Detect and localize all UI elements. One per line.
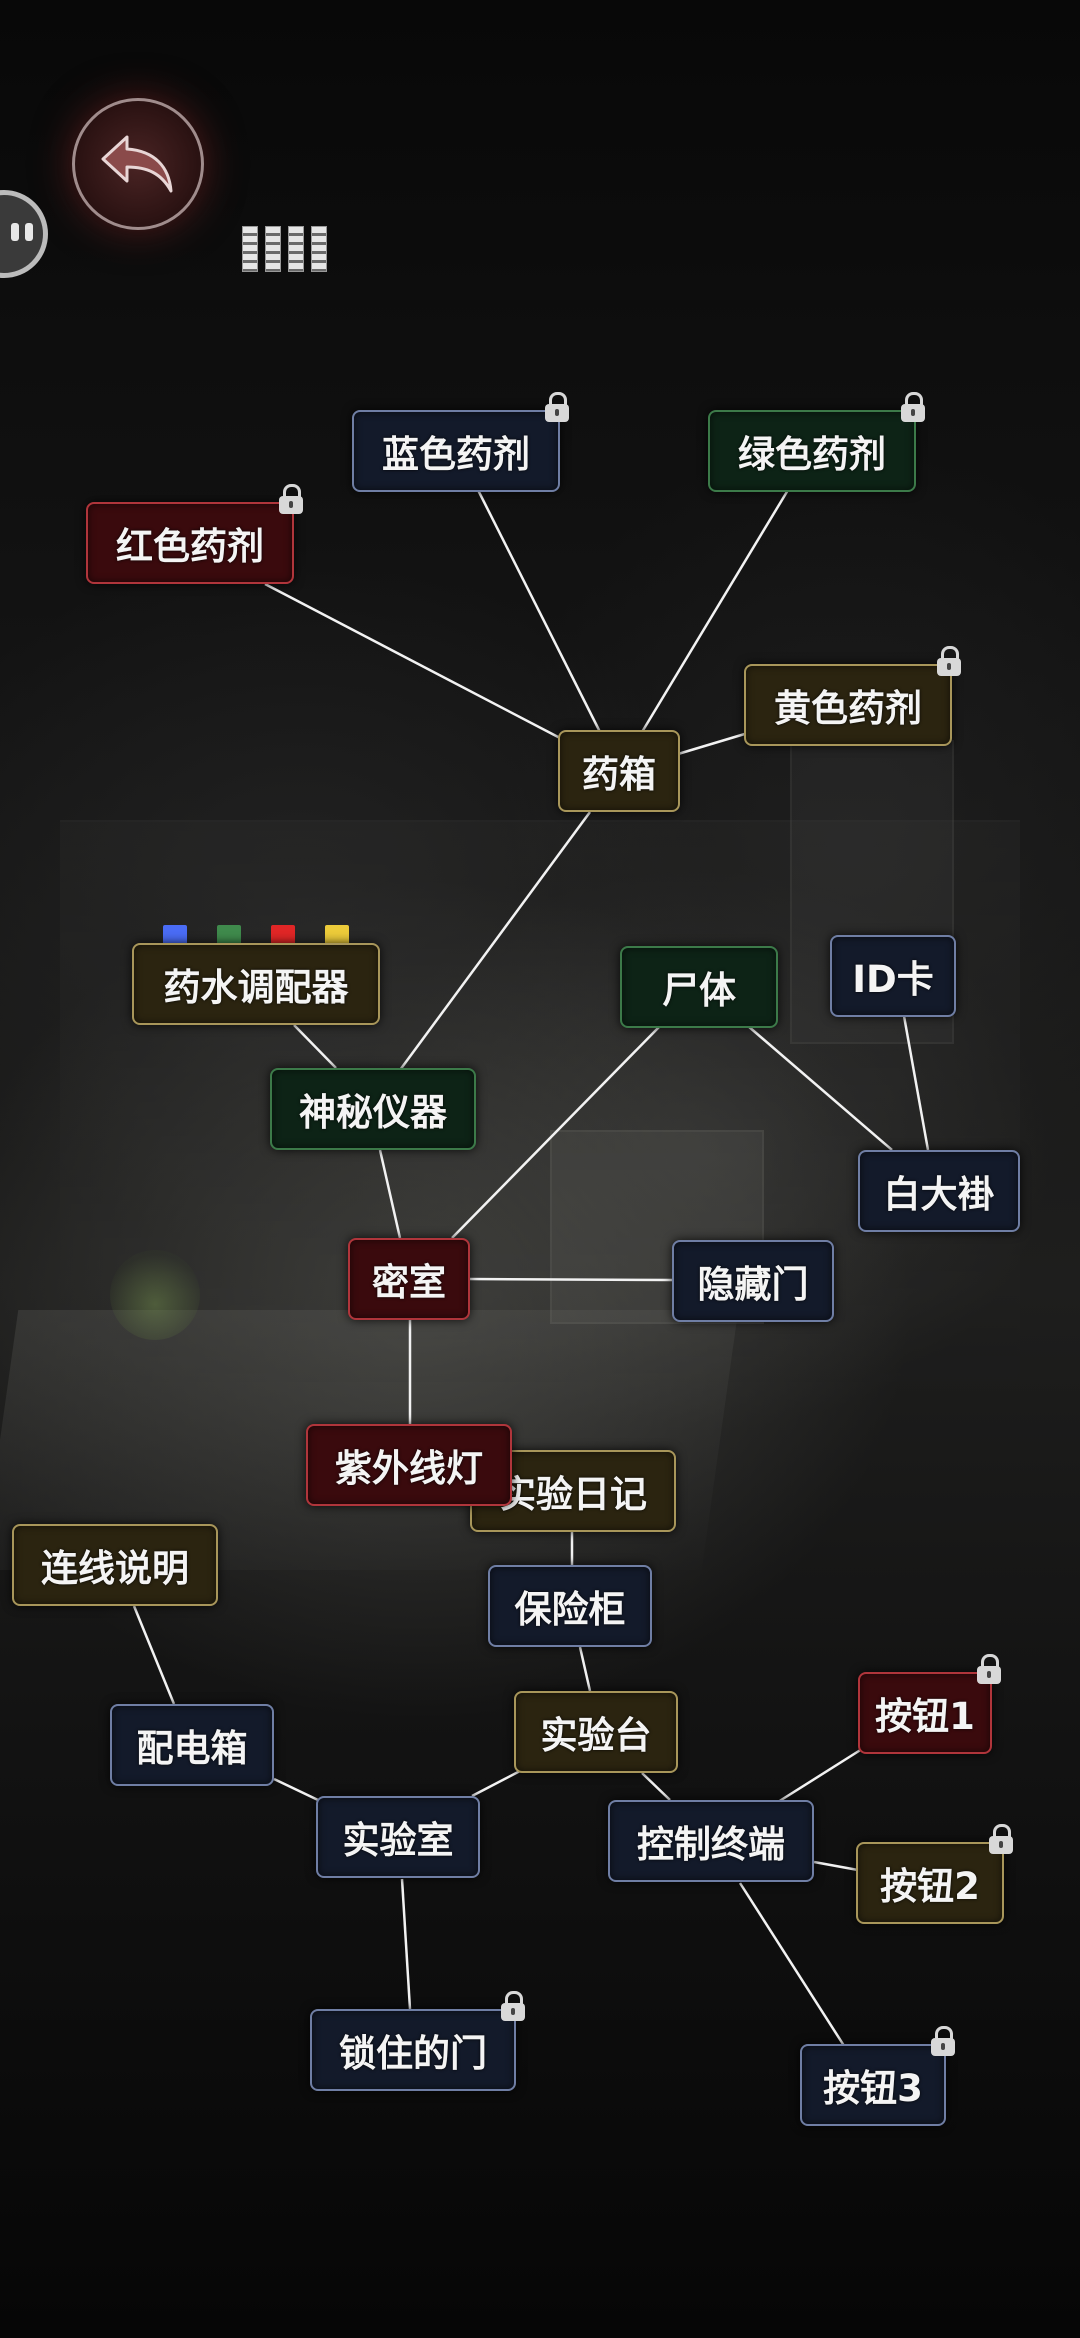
lock-icon	[500, 1991, 526, 2021]
lock-icon	[544, 392, 570, 422]
node-uv-lamp[interactable]: 紫外线灯	[306, 1424, 512, 1506]
link-link-help-power-box	[132, 1605, 176, 1705]
link-yellow-potion-medicine-box	[677, 731, 749, 756]
node-mystery-device[interactable]: 神秘仪器	[270, 1068, 476, 1150]
node-laboratory[interactable]: 实验室	[316, 1796, 480, 1878]
node-button-3[interactable]: 按钮3	[800, 2026, 955, 2126]
node-label: 紫外线灯	[335, 1447, 483, 1490]
node-label: 实验日记	[499, 1473, 647, 1516]
node-label: 配电箱	[136, 1727, 248, 1770]
link-medicine-box-mystery-device	[398, 811, 592, 1071]
level-mark	[288, 226, 304, 272]
node-label: 白大褂	[883, 1173, 995, 1216]
lock-icon	[930, 2026, 956, 2056]
node-label: 红色药剂	[116, 525, 264, 568]
node-label: 实验室	[342, 1819, 454, 1862]
node-label: 按钮3	[823, 2067, 923, 2110]
node-safe[interactable]: 保险柜	[488, 1565, 652, 1647]
node-control-terminal[interactable]: 控制终端	[608, 1800, 814, 1882]
lock-icon	[278, 484, 304, 514]
node-locked-door[interactable]: 锁住的门	[310, 1991, 525, 2091]
node-link-help[interactable]: 连线说明	[12, 1524, 218, 1606]
node-label: 绿色药剂	[738, 433, 886, 476]
level-indicator	[242, 226, 327, 272]
node-label: ID卡	[852, 958, 934, 1001]
lock-icon	[900, 392, 926, 422]
node-label: 保险柜	[514, 1588, 626, 1631]
lock-icon	[988, 1824, 1014, 1854]
link-safe-lab-bench	[578, 1646, 592, 1692]
link-control-terminal-button-2	[813, 1860, 859, 1872]
node-button-1[interactable]: 按钮1	[858, 1654, 1001, 1754]
node-yellow-potion[interactable]: 黄色药剂	[744, 646, 961, 746]
node-label: 神秘仪器	[299, 1091, 447, 1134]
link-red-potion-medicine-box	[264, 582, 561, 740]
lock-icon	[976, 1654, 1002, 1684]
link-laboratory-locked-door	[400, 1878, 412, 2010]
node-label: 连线说明	[41, 1547, 189, 1590]
node-secret-room[interactable]: 密室	[348, 1238, 470, 1320]
level-mark	[311, 226, 327, 272]
node-blue-potion[interactable]: 蓝色药剂	[352, 392, 569, 492]
link-control-terminal-button-1	[777, 1747, 863, 1804]
back-button[interactable]	[72, 98, 204, 230]
node-label: 控制终端	[637, 1823, 785, 1866]
node-power-box[interactable]: 配电箱	[110, 1704, 274, 1786]
node-hidden-door[interactable]: 隐藏门	[672, 1240, 834, 1322]
link-control-terminal-button-3	[738, 1882, 850, 2053]
lock-icon	[936, 646, 962, 676]
link-blue-potion-medicine-box	[476, 489, 602, 733]
link-corpse-lab-coat	[747, 1025, 893, 1151]
node-lab-bench[interactable]: 实验台	[514, 1691, 678, 1773]
node-corpse[interactable]: 尸体	[620, 946, 778, 1028]
node-label: 隐藏门	[697, 1263, 809, 1306]
level-mark	[242, 226, 258, 272]
node-label: 黄色药剂	[774, 687, 922, 730]
link-corpse-secret-room	[451, 1025, 661, 1239]
node-label: 蓝色药剂	[382, 433, 530, 476]
node-red-potion[interactable]: 红色药剂	[86, 484, 303, 584]
level-mark	[265, 226, 281, 272]
back-arrow-icon	[101, 135, 173, 193]
node-label: 锁住的门	[339, 2032, 487, 2075]
pause-handle-icon	[11, 223, 19, 241]
link-mystery-device-secret-room	[378, 1149, 402, 1239]
node-potion-mixer[interactable]: 药水调配器	[132, 943, 380, 1025]
node-lab-coat[interactable]: 白大褂	[858, 1150, 1020, 1232]
link-green-potion-medicine-box	[640, 489, 790, 733]
node-id-card[interactable]: ID卡	[830, 935, 956, 1017]
node-label: 药箱	[582, 753, 656, 796]
link-lab-bench-laboratory	[471, 1769, 521, 1798]
node-label: 按钮2	[880, 1865, 980, 1908]
node-label: 实验台	[540, 1714, 652, 1757]
node-green-potion[interactable]: 绿色药剂	[708, 392, 925, 492]
node-label: 药水调配器	[163, 966, 349, 1009]
link-potion-mixer-mystery-device	[293, 1024, 337, 1069]
node-label: 密室	[372, 1261, 446, 1304]
link-lab-bench-control-terminal	[641, 1772, 671, 1801]
link-secret-room-hidden-door	[469, 1277, 673, 1282]
link-id-card-lab-coat	[902, 1015, 930, 1151]
node-label: 按钮1	[875, 1695, 975, 1738]
node-button-2[interactable]: 按钮2	[856, 1824, 1013, 1924]
pause-handle-icon	[25, 223, 33, 241]
link-power-box-laboratory	[273, 1777, 319, 1802]
node-medicine-box[interactable]: 药箱	[558, 730, 680, 812]
node-label: 尸体	[662, 969, 736, 1012]
